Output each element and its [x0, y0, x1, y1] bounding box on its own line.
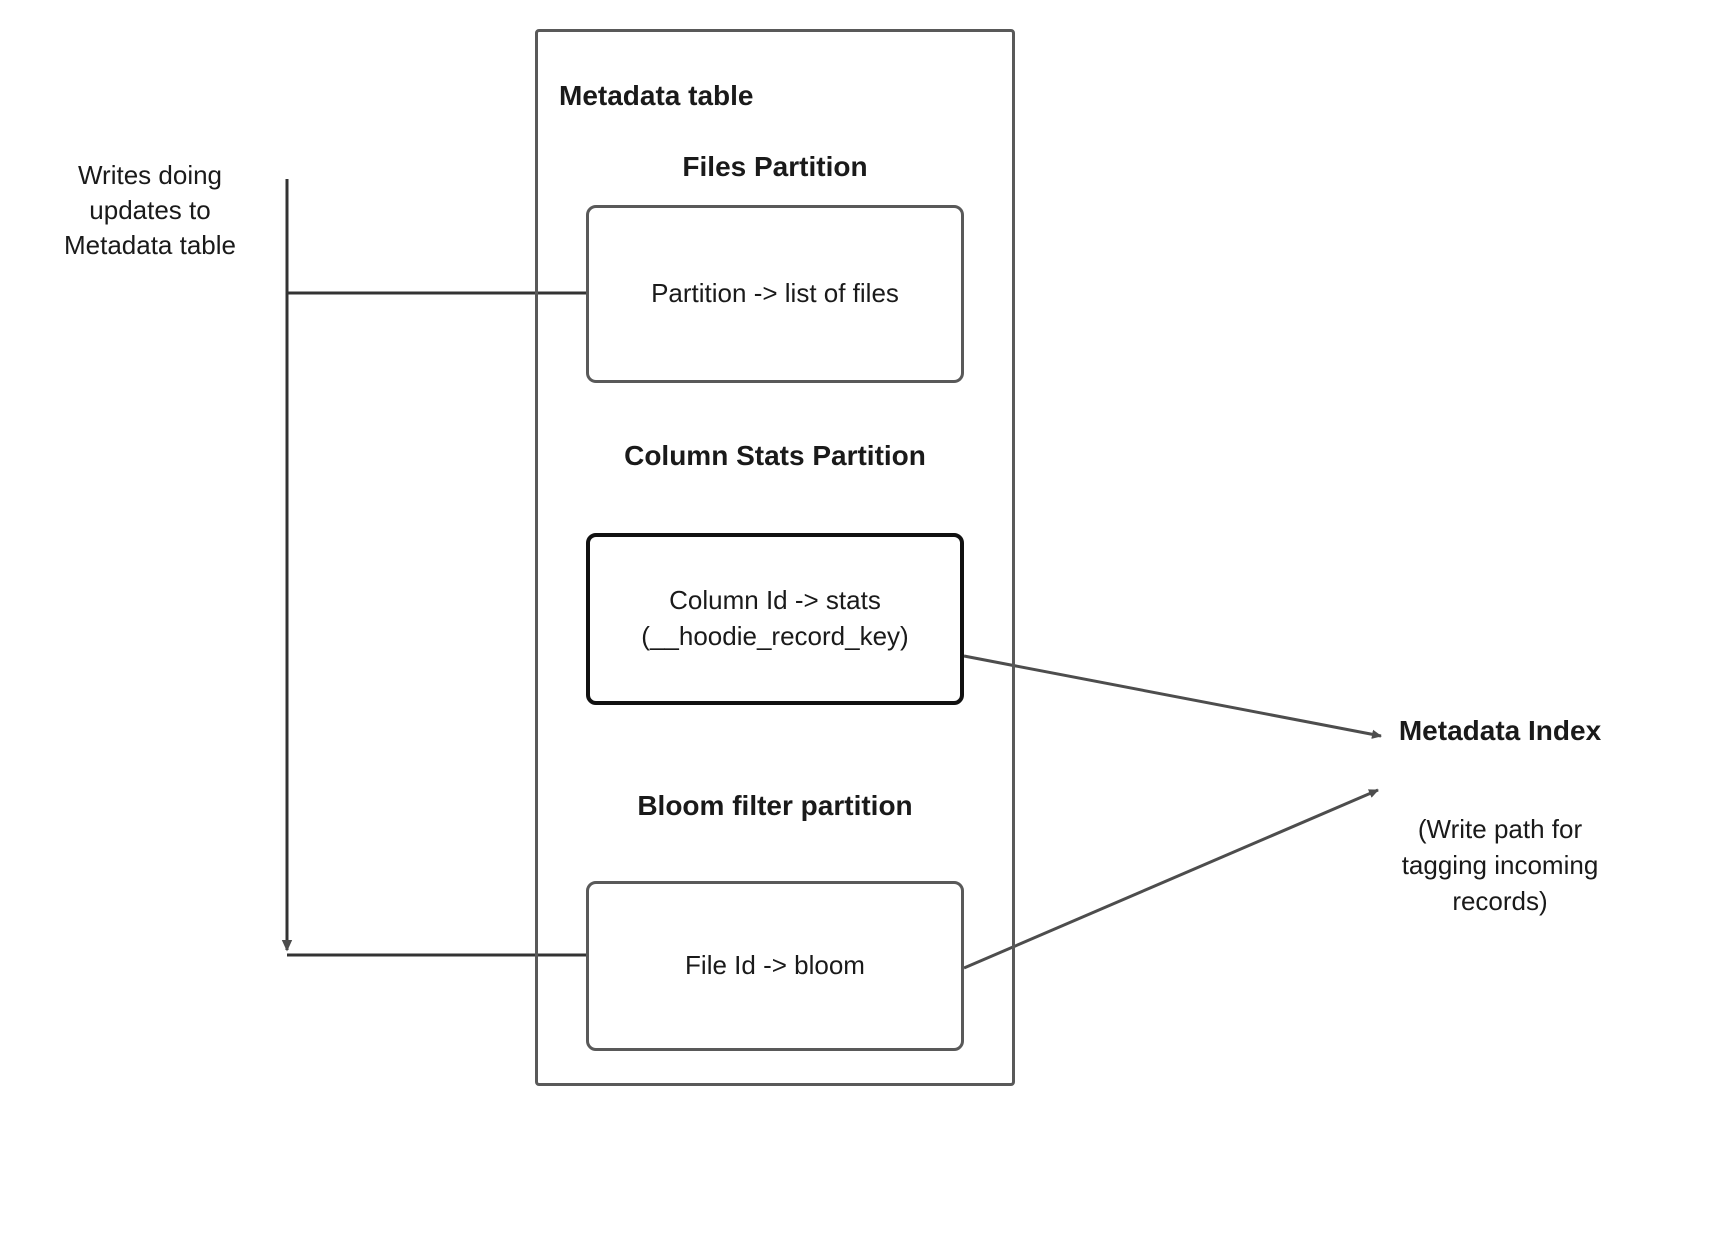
- files-partition-box-text: Partition -> list of files: [651, 278, 899, 309]
- column-stats-partition-box: Column Id -> stats (__hoodie_record_key): [586, 533, 964, 705]
- column-stats-partition-box-text: Column Id -> stats (__hoodie_record_key): [641, 585, 909, 651]
- column-stats-partition-heading: Column Stats Partition: [624, 440, 926, 471]
- metadata-table-container: [535, 29, 1015, 1086]
- metadata-index-title: Metadata Index: [1398, 715, 1602, 746]
- bloom-filter-partition-box-text: File Id -> bloom: [685, 950, 865, 981]
- bloom-filter-partition-heading: Bloom filter partition: [637, 790, 913, 821]
- files-partition-box: Partition -> list of files: [586, 205, 964, 383]
- bloom-filter-partition-box: File Id -> bloom: [586, 881, 964, 1051]
- writes-doing-updates-label: Writes doing updates to Metadata table: [63, 160, 236, 260]
- files-partition-heading: Files Partition: [682, 151, 868, 182]
- metadata-table-title: Metadata table: [559, 80, 754, 111]
- metadata-index-caption: (Write path for tagging incoming records…: [1401, 814, 1599, 916]
